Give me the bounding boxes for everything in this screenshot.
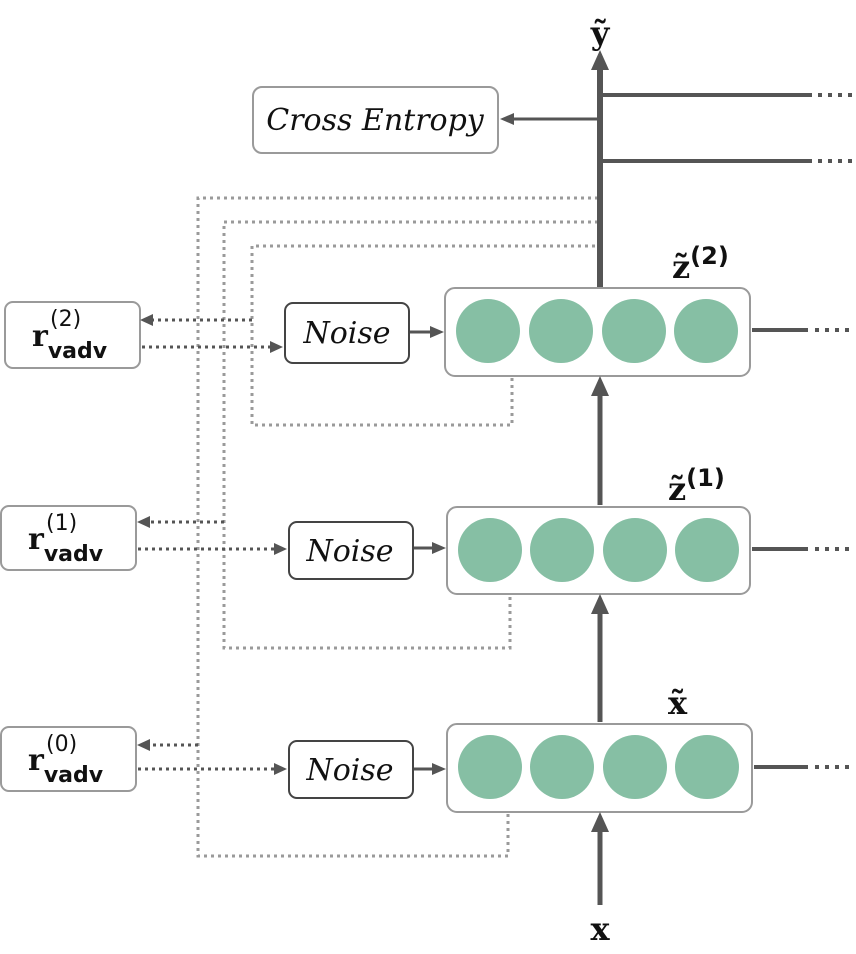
layer-z1-label: z̃(1) bbox=[668, 464, 725, 508]
perturbation-box bbox=[4, 301, 141, 369]
noise-node-z1: Noise bbox=[288, 521, 446, 580]
layer-z1: z̃(1) bbox=[446, 376, 852, 595]
cross-entropy-box bbox=[252, 86, 499, 154]
unit-circle bbox=[675, 518, 739, 582]
noise-box bbox=[284, 302, 410, 364]
unit-circle bbox=[456, 299, 520, 363]
r1-to-noise-arrowhead bbox=[274, 543, 287, 555]
noise-node-z2: Noise bbox=[284, 302, 444, 364]
noise-to-layer-arrowhead bbox=[430, 326, 444, 338]
main-trunk bbox=[500, 50, 812, 290]
gradient-to-r1-arrowhead bbox=[137, 516, 150, 528]
unit-circle bbox=[602, 299, 666, 363]
perturbation-superscript: (1) bbox=[46, 511, 77, 536]
unit-circle bbox=[675, 735, 739, 799]
perturbation-r2: rvadv (2) bbox=[4, 301, 283, 369]
perturbation-label: rvadv bbox=[28, 522, 104, 567]
r2-to-noise-arrowhead bbox=[270, 341, 283, 353]
unit-circle bbox=[530, 735, 594, 799]
noise-node-x: Noise bbox=[288, 740, 446, 799]
input-label: x bbox=[590, 910, 610, 948]
feedback-loop-x bbox=[196, 196, 600, 858]
feedback-loop-z2 bbox=[250, 244, 600, 427]
unit-circle bbox=[458, 518, 522, 582]
cross-entropy-label: Cross Entropy bbox=[266, 103, 485, 138]
feedback-loop-z1 bbox=[222, 220, 600, 650]
noise-label: Noise bbox=[302, 316, 390, 351]
layer-x: x̃ bbox=[446, 594, 852, 905]
perturbation-label: rvadv bbox=[28, 743, 104, 788]
perturbation-label: rvadv bbox=[32, 319, 108, 364]
perturbation-superscript: (0) bbox=[46, 732, 77, 757]
noise-box bbox=[288, 740, 414, 799]
x-to-z1-arrowhead bbox=[591, 594, 609, 614]
unit-circle bbox=[458, 735, 522, 799]
perturbation-box bbox=[0, 505, 137, 571]
right-branch-continuations bbox=[818, 93, 852, 163]
noise-to-layer-arrowhead bbox=[432, 763, 446, 775]
gradient-feedback-loops bbox=[196, 196, 600, 858]
noise-box bbox=[288, 521, 414, 580]
output-arrowhead bbox=[591, 50, 609, 70]
unit-circle bbox=[530, 518, 594, 582]
noise-label: Noise bbox=[305, 753, 393, 788]
layer-z2: z̃(2) bbox=[444, 242, 852, 377]
noise-label: Noise bbox=[305, 534, 393, 569]
layer-x-box bbox=[446, 723, 753, 813]
unit-circle bbox=[603, 518, 667, 582]
z1-to-z2-arrowhead bbox=[591, 376, 609, 396]
unit-circle bbox=[674, 299, 738, 363]
perturbation-r1: rvadv (1) bbox=[0, 505, 287, 571]
perturbation-box bbox=[0, 726, 137, 792]
cross-entropy-node: Cross Entropy bbox=[252, 86, 499, 154]
unit-circle bbox=[603, 735, 667, 799]
noise-to-layer-arrowhead bbox=[432, 542, 446, 554]
input-arrowhead bbox=[591, 812, 609, 832]
unit-circle bbox=[529, 299, 593, 363]
r0-to-noise-arrowhead bbox=[274, 763, 287, 775]
gradient-to-r0-arrowhead bbox=[137, 739, 150, 751]
loss-arrowhead bbox=[500, 113, 514, 125]
layer-z1-box bbox=[446, 506, 751, 595]
layer-z2-box bbox=[444, 287, 751, 377]
layer-x-label: x̃ bbox=[668, 684, 688, 722]
perturbation-r0: rvadv (0) bbox=[0, 726, 287, 792]
layer-z2-label: z̃(2) bbox=[672, 242, 729, 286]
perturbation-superscript: (2) bbox=[50, 307, 81, 332]
gradient-to-r2-arrowhead bbox=[140, 314, 153, 326]
output-label: ỹ bbox=[590, 14, 611, 52]
